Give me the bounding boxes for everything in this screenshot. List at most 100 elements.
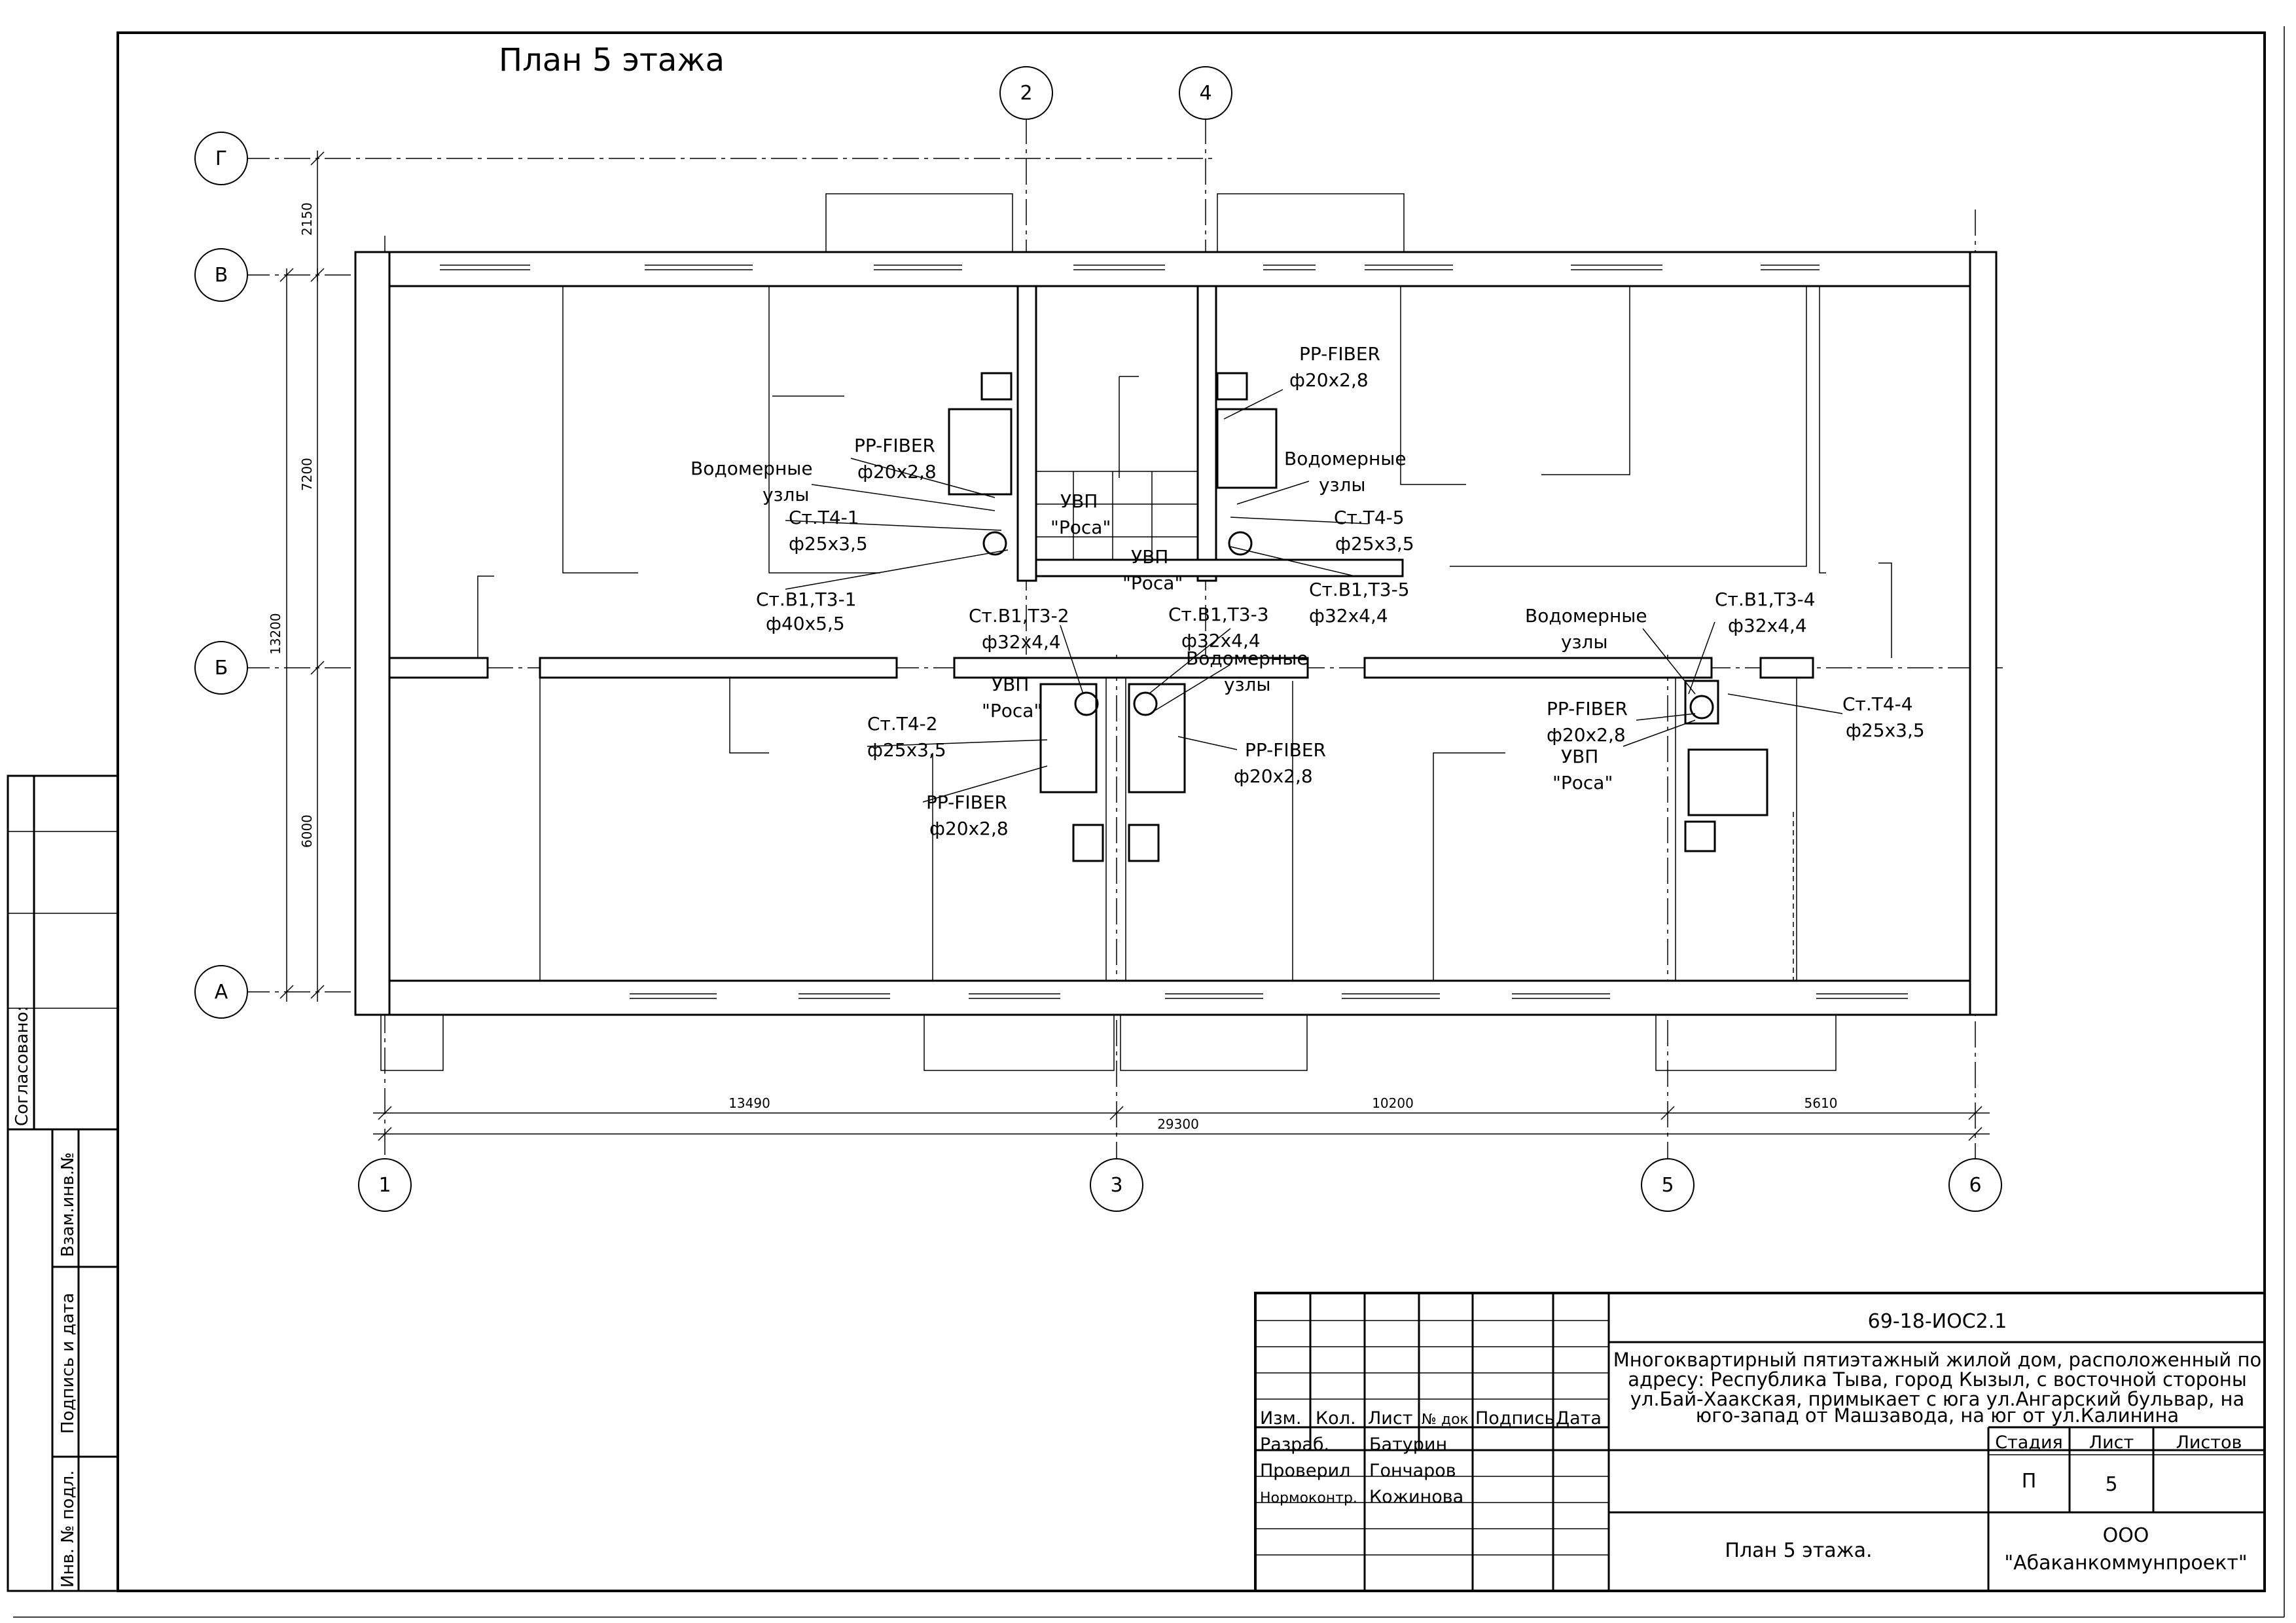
podpis-label: Подпись и дата bbox=[58, 1293, 78, 1434]
label-wm3a: Водомерные bbox=[1186, 647, 1308, 669]
svg-text:6000: 6000 bbox=[299, 814, 315, 848]
label-wm4a: Водомерные bbox=[1525, 605, 1647, 627]
tb-sheet-title: План 5 этажа. bbox=[1725, 1539, 1872, 1562]
axis-bubble-1: 1 bbox=[358, 1158, 412, 1212]
label-pp4: PP-FIBER bbox=[1245, 739, 1326, 761]
svg-text:5610: 5610 bbox=[1804, 1095, 1838, 1111]
axis-bubble-a: А bbox=[194, 965, 248, 1019]
label-pp1d: ф20х2,8 bbox=[857, 461, 937, 483]
svg-text:5: 5 bbox=[1661, 1174, 1674, 1197]
label-wm3b: узлы bbox=[1224, 674, 1270, 695]
tb-company-2: "Абаканкоммунпроект" bbox=[2004, 1552, 2247, 1575]
tb-header-doc: № док bbox=[1422, 1412, 1469, 1428]
label-rosa3: "Роса" bbox=[982, 700, 1042, 721]
tb-role-1: Разраб. bbox=[1260, 1434, 1329, 1455]
label-pp3d: ф20х2,8 bbox=[929, 818, 1009, 839]
label-uvp4: УВП bbox=[1561, 746, 1598, 767]
label-wm2b: узлы bbox=[1319, 474, 1365, 496]
label-rosa4: "Роса" bbox=[1552, 772, 1613, 793]
tb-role-2: Проверил bbox=[1260, 1461, 1350, 1481]
label-st-b1t31: Ст.В1,Т3-1 bbox=[756, 589, 857, 610]
tb-code: 69-18-ИОС2.1 bbox=[1868, 1310, 2007, 1333]
label-st-b1t32: Ст.В1,Т3-2 bbox=[969, 605, 1069, 627]
tb-sheets-header: Листов bbox=[2176, 1432, 2242, 1453]
axis-bubble-3: 3 bbox=[1090, 1158, 1143, 1212]
label-st-b1t31d: ф40х5,5 bbox=[766, 613, 845, 634]
axis-bubble-4: 4 bbox=[1179, 66, 1232, 120]
label-st-b1t33: Ст.В1,Т3-3 bbox=[1168, 604, 1269, 625]
label-pp1: PP-FIBER bbox=[854, 435, 935, 456]
plumbing-fixtures bbox=[948, 372, 1768, 862]
svg-text:2150: 2150 bbox=[299, 202, 315, 236]
label-st-b1t35: Ст.В1,Т3-5 bbox=[1309, 579, 1410, 600]
label-pp3: PP-FIBER bbox=[926, 792, 1007, 813]
tb-header-data: Дата bbox=[1556, 1408, 1602, 1429]
label-st41d: ф25х3,5 bbox=[789, 533, 868, 555]
label-pp4d: ф20х2,8 bbox=[1234, 765, 1313, 787]
label-uvp1: УВП bbox=[1060, 490, 1098, 512]
tb-header-list: Лист bbox=[1368, 1408, 1412, 1429]
vzam-label: Взам.инв.№ bbox=[58, 1152, 78, 1257]
tb-name-3: Кожинова bbox=[1369, 1487, 1463, 1507]
label-st42: Ст.Т4-2 bbox=[867, 713, 938, 735]
svg-text:Б: Б bbox=[215, 657, 228, 680]
label-pp2d: ф20х2,8 bbox=[1289, 369, 1369, 391]
label-st41: Ст.Т4-1 bbox=[789, 507, 859, 528]
label-st42d: ф25х3,5 bbox=[867, 739, 946, 761]
label-st44d: ф25х3,5 bbox=[1846, 720, 1925, 741]
tb-role-3: Нормоконтр. bbox=[1260, 1490, 1357, 1506]
svg-text:13490: 13490 bbox=[728, 1095, 770, 1111]
axis-bubble-b: Б bbox=[194, 641, 248, 695]
label-uvp3: УВП bbox=[992, 674, 1029, 695]
label-st-b1t33d: ф32х4,4 bbox=[1181, 630, 1261, 651]
svg-text:В: В bbox=[215, 264, 228, 287]
tb-header-podpis: Подпись bbox=[1475, 1408, 1554, 1429]
side-stamp: Согласовано: Взам.инв.№ Подпись и дата И… bbox=[7, 775, 119, 1592]
svg-text:29300: 29300 bbox=[1157, 1116, 1199, 1132]
tb-header-izm: Изм. bbox=[1260, 1408, 1302, 1429]
label-pp5: PP-FIBER bbox=[1547, 698, 1628, 720]
tb-company-1: ООО bbox=[2103, 1524, 2149, 1547]
svg-text:13200: 13200 bbox=[268, 613, 283, 655]
label-wm1b: узлы bbox=[762, 484, 809, 505]
label-wm2a: Водомерные bbox=[1284, 448, 1407, 469]
tb-object-2: адресу: Республика Тыва, город Кызыл, с … bbox=[1628, 1368, 2247, 1391]
dimensions-left: 2150 7200 13200 6000 bbox=[268, 151, 325, 1002]
axis-bubble-g: Г bbox=[194, 132, 248, 185]
label-wm4b: узлы bbox=[1561, 631, 1607, 653]
inv-label: Инв. № подл. bbox=[58, 1470, 78, 1588]
leader-lines bbox=[785, 389, 1843, 803]
tb-stage: П bbox=[2022, 1470, 2037, 1493]
label-st44: Ст.Т4-4 bbox=[1842, 693, 1913, 715]
axis-bubble-6: 6 bbox=[1948, 1158, 2002, 1212]
building-plan bbox=[354, 193, 1998, 1071]
label-st45: Ст.Т4-5 bbox=[1334, 507, 1405, 528]
title-block: 69-18-ИОС2.1 Многоквартирный пятиэтажный… bbox=[1254, 1292, 2266, 1592]
label-st-b1t32d: ф32х4,4 bbox=[982, 631, 1061, 653]
tb-object-1: Многоквартирный пятиэтажный жилой дом, р… bbox=[1613, 1349, 2261, 1371]
svg-text:7200: 7200 bbox=[299, 458, 315, 491]
svg-text:4: 4 bbox=[1199, 82, 1211, 105]
label-rosa1: "Роса" bbox=[1050, 517, 1111, 538]
svg-text:6: 6 bbox=[1969, 1174, 1981, 1197]
label-rosa2: "Роса" bbox=[1122, 572, 1183, 594]
tb-sheet: 5 bbox=[2105, 1473, 2117, 1496]
tb-header-kol: Кол. bbox=[1316, 1408, 1356, 1429]
label-st-b1t34d: ф32х4,4 bbox=[1728, 615, 1807, 636]
axis-bubble-v: В bbox=[194, 248, 248, 302]
svg-text:А: А bbox=[215, 981, 228, 1004]
tb-object-3: ул.Бай-Хаакская, примыкает с юга ул.Анга… bbox=[1630, 1388, 2245, 1410]
svg-text:2: 2 bbox=[1020, 82, 1032, 105]
label-st45d: ф25х3,5 bbox=[1335, 533, 1414, 555]
label-st-b1t34: Ст.В1,Т3-4 bbox=[1715, 589, 1816, 610]
svg-text:10200: 10200 bbox=[1372, 1095, 1414, 1111]
label-uvp2: УВП bbox=[1131, 546, 1168, 568]
soglasovano-label: Согласовано: bbox=[12, 1006, 32, 1126]
tb-stage-header: Стадия bbox=[1995, 1432, 2063, 1453]
label-st-b1t35d: ф32х4,4 bbox=[1309, 605, 1388, 627]
tb-name-1: Батурин bbox=[1369, 1434, 1447, 1455]
svg-text:3: 3 bbox=[1110, 1174, 1122, 1197]
tb-name-2: Гончаров bbox=[1369, 1461, 1456, 1481]
tb-sheet-header: Лист bbox=[2089, 1432, 2134, 1453]
